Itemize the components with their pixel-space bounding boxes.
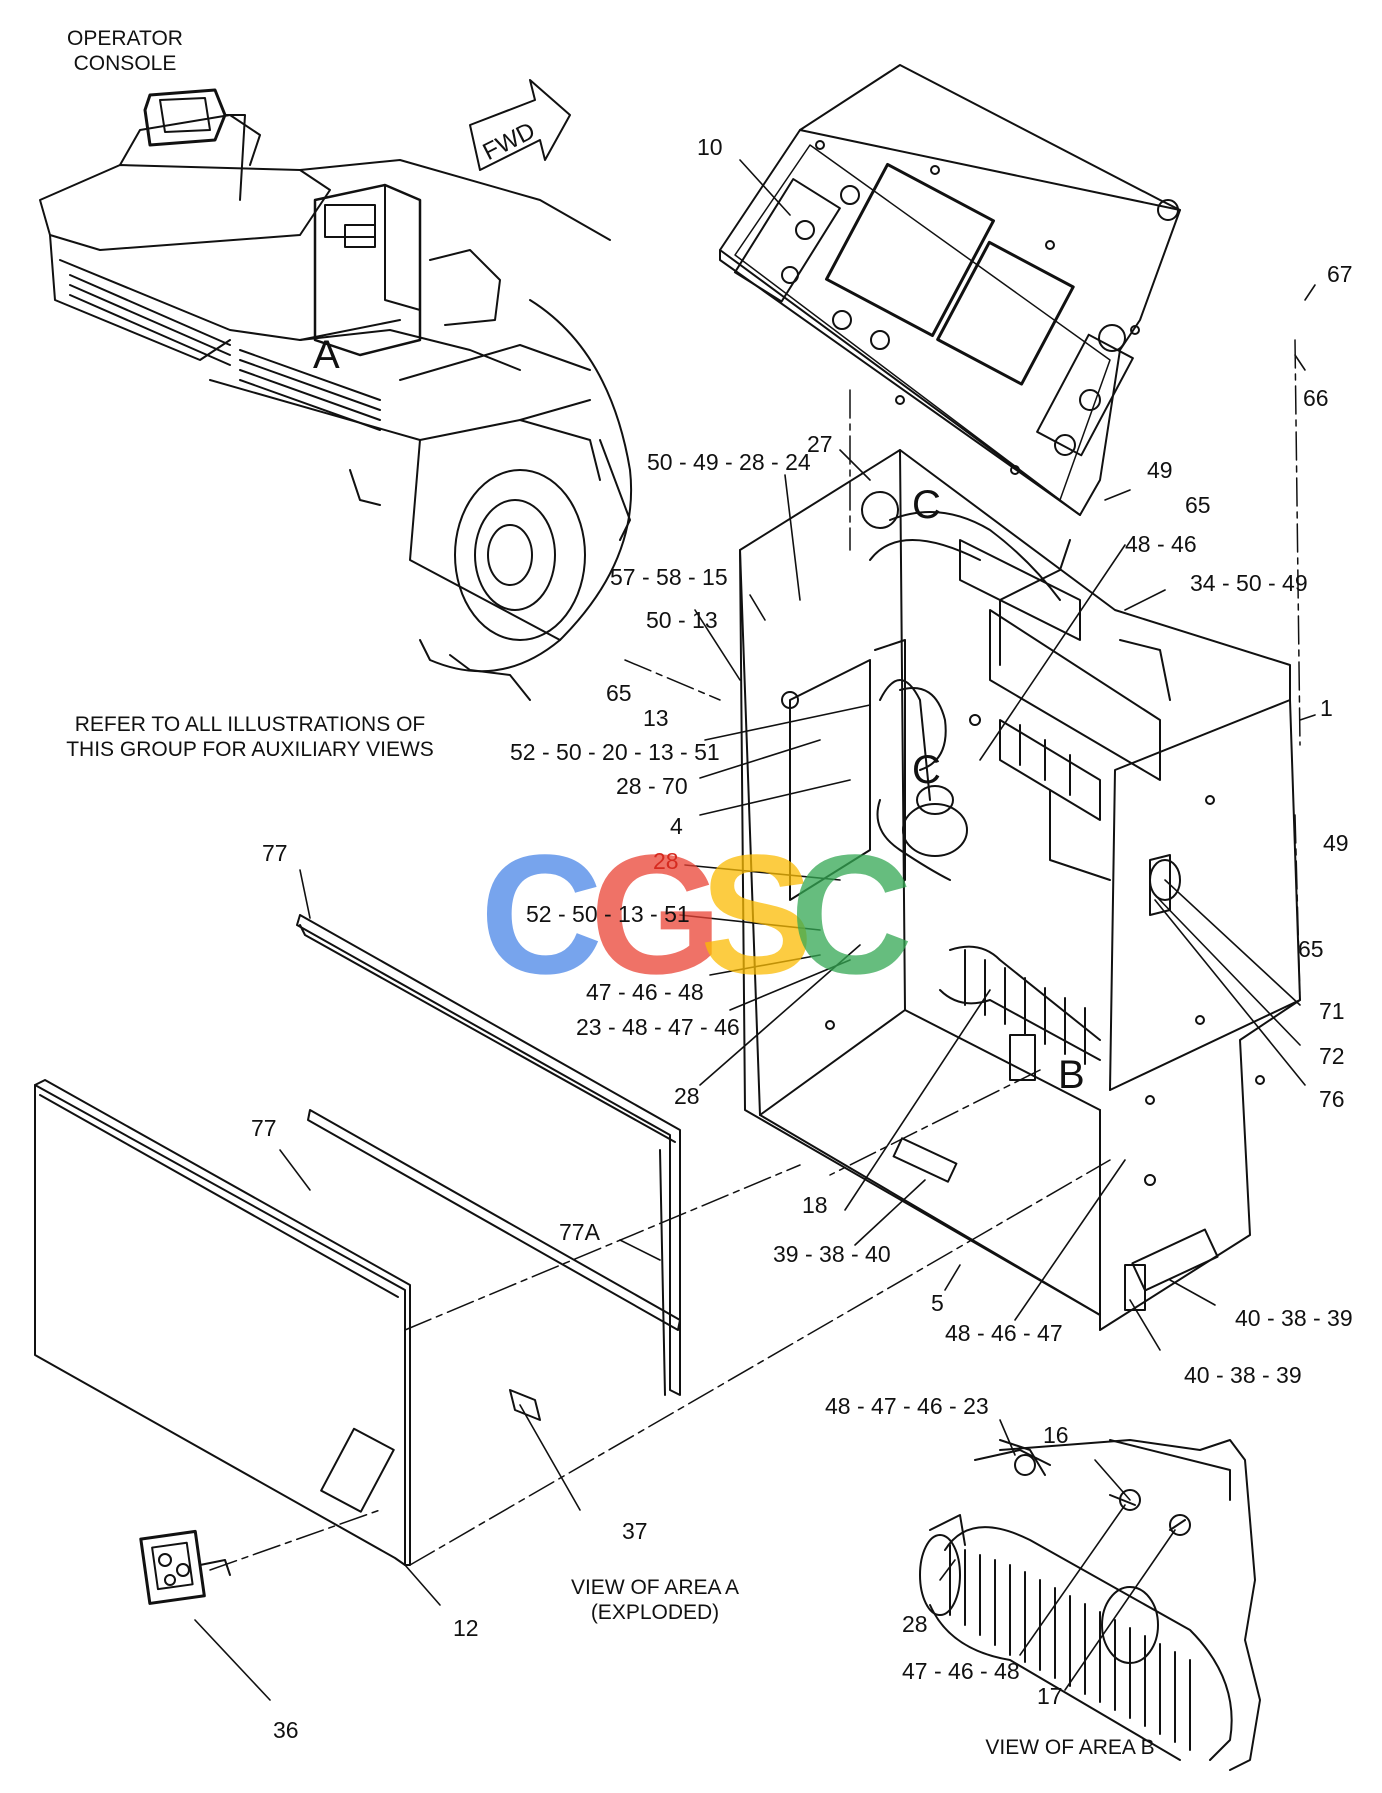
callout-72: 72	[1319, 1043, 1345, 1069]
operator-console-note: OPERATOR CONSOLE	[67, 27, 183, 76]
callout-4: 4	[670, 813, 683, 839]
callout-23-48-47-46: 23 - 48 - 47 - 46	[576, 1014, 740, 1040]
callout-47-46-48-b: 47 - 46 - 48	[902, 1658, 1020, 1684]
callout-48-47-46-23: 48 - 47 - 46 - 23	[825, 1393, 989, 1419]
callout-1: 1	[1320, 695, 1333, 721]
callout-48-46-47: 48 - 46 - 47	[945, 1320, 1063, 1346]
view-area-a-note: VIEW OF AREA A (EXPLODED)	[570, 1576, 740, 1625]
callout-49-top: 49	[1147, 457, 1173, 483]
callout-65-top: 65	[1185, 492, 1211, 518]
callout-34-50-49: 34 - 50 - 49	[1190, 570, 1308, 596]
view-area-b-note: VIEW OF AREA B	[985, 1736, 1155, 1759]
area-letter-b: B	[1058, 1053, 1085, 1097]
callout-66: 66	[1303, 385, 1329, 411]
callout-10: 10	[697, 134, 723, 160]
callout-50-13: 50 - 13	[646, 607, 718, 633]
callout-52-50-20-13-51: 52 - 50 - 20 - 13 - 51	[510, 739, 720, 765]
watermark-letter-2: G	[590, 820, 723, 1010]
callout-28-70: 28 - 70	[616, 773, 688, 799]
callout-47-46-48-a: 47 - 46 - 48	[586, 979, 704, 1005]
watermark-letter-4: C	[790, 820, 913, 1010]
callout-65-right: 65	[1298, 936, 1324, 962]
refer-note: REFER TO ALL ILLUSTRATIONS OF THIS GROUP…	[66, 713, 434, 762]
area-letter-a: A	[313, 333, 340, 377]
callout-40-38-39-a: 40 - 38 - 39	[1235, 1305, 1353, 1331]
watermark-letter-3: S	[700, 820, 814, 1010]
callout-5: 5	[931, 1290, 944, 1316]
callout-67: 67	[1327, 261, 1353, 287]
callout-77-lower: 77	[251, 1115, 277, 1141]
fwd-arrow-icon	[469, 79, 571, 171]
control-panel-drawing	[719, 64, 1181, 516]
callout-27: 27	[807, 431, 833, 457]
callout-37: 37	[622, 1518, 648, 1544]
callout-39-38-40: 39 - 38 - 40	[773, 1241, 891, 1267]
callout-48-46: 48 - 46	[1125, 531, 1197, 557]
callout-52-50-13-51: 52 - 50 - 13 - 51	[526, 901, 690, 927]
callout-36: 36	[273, 1717, 299, 1743]
area-letter-c-top: C	[912, 483, 941, 527]
callout-65-left: 65	[606, 680, 632, 706]
callout-16: 16	[1043, 1422, 1069, 1448]
area-b-detail-drawing	[919, 1439, 1261, 1771]
machine-overview-drawing	[39, 88, 633, 701]
callout-50-49-28-24: 50 - 49 - 28 - 24	[647, 449, 811, 475]
callout-40-38-39-b: 40 - 38 - 39	[1184, 1362, 1302, 1388]
callout-57-58-15: 57 - 58 - 15	[610, 564, 728, 590]
assembly-centerlines	[209, 339, 1301, 1571]
callout-17: 17	[1037, 1683, 1063, 1709]
callout-77-upper: 77	[262, 840, 288, 866]
callout-13: 13	[643, 705, 669, 731]
watermark-letter-1: C	[480, 820, 603, 1010]
cabinet-drawing	[739, 449, 1301, 1331]
callout-12: 12	[453, 1615, 479, 1641]
callout-76: 76	[1319, 1086, 1345, 1112]
callout-28-c: 28	[902, 1611, 928, 1637]
callout-28-b: 28	[674, 1083, 700, 1109]
door-panels-drawing	[34, 914, 681, 1605]
callout-77a: 77A	[559, 1219, 600, 1245]
callout-71: 71	[1319, 998, 1345, 1024]
callout-28-a: 28	[653, 848, 679, 874]
callout-18: 18	[802, 1192, 828, 1218]
callout-leaders	[194, 159, 1316, 1701]
callout-49-right: 49	[1323, 830, 1349, 856]
area-letter-c-bottom: C	[912, 748, 941, 792]
